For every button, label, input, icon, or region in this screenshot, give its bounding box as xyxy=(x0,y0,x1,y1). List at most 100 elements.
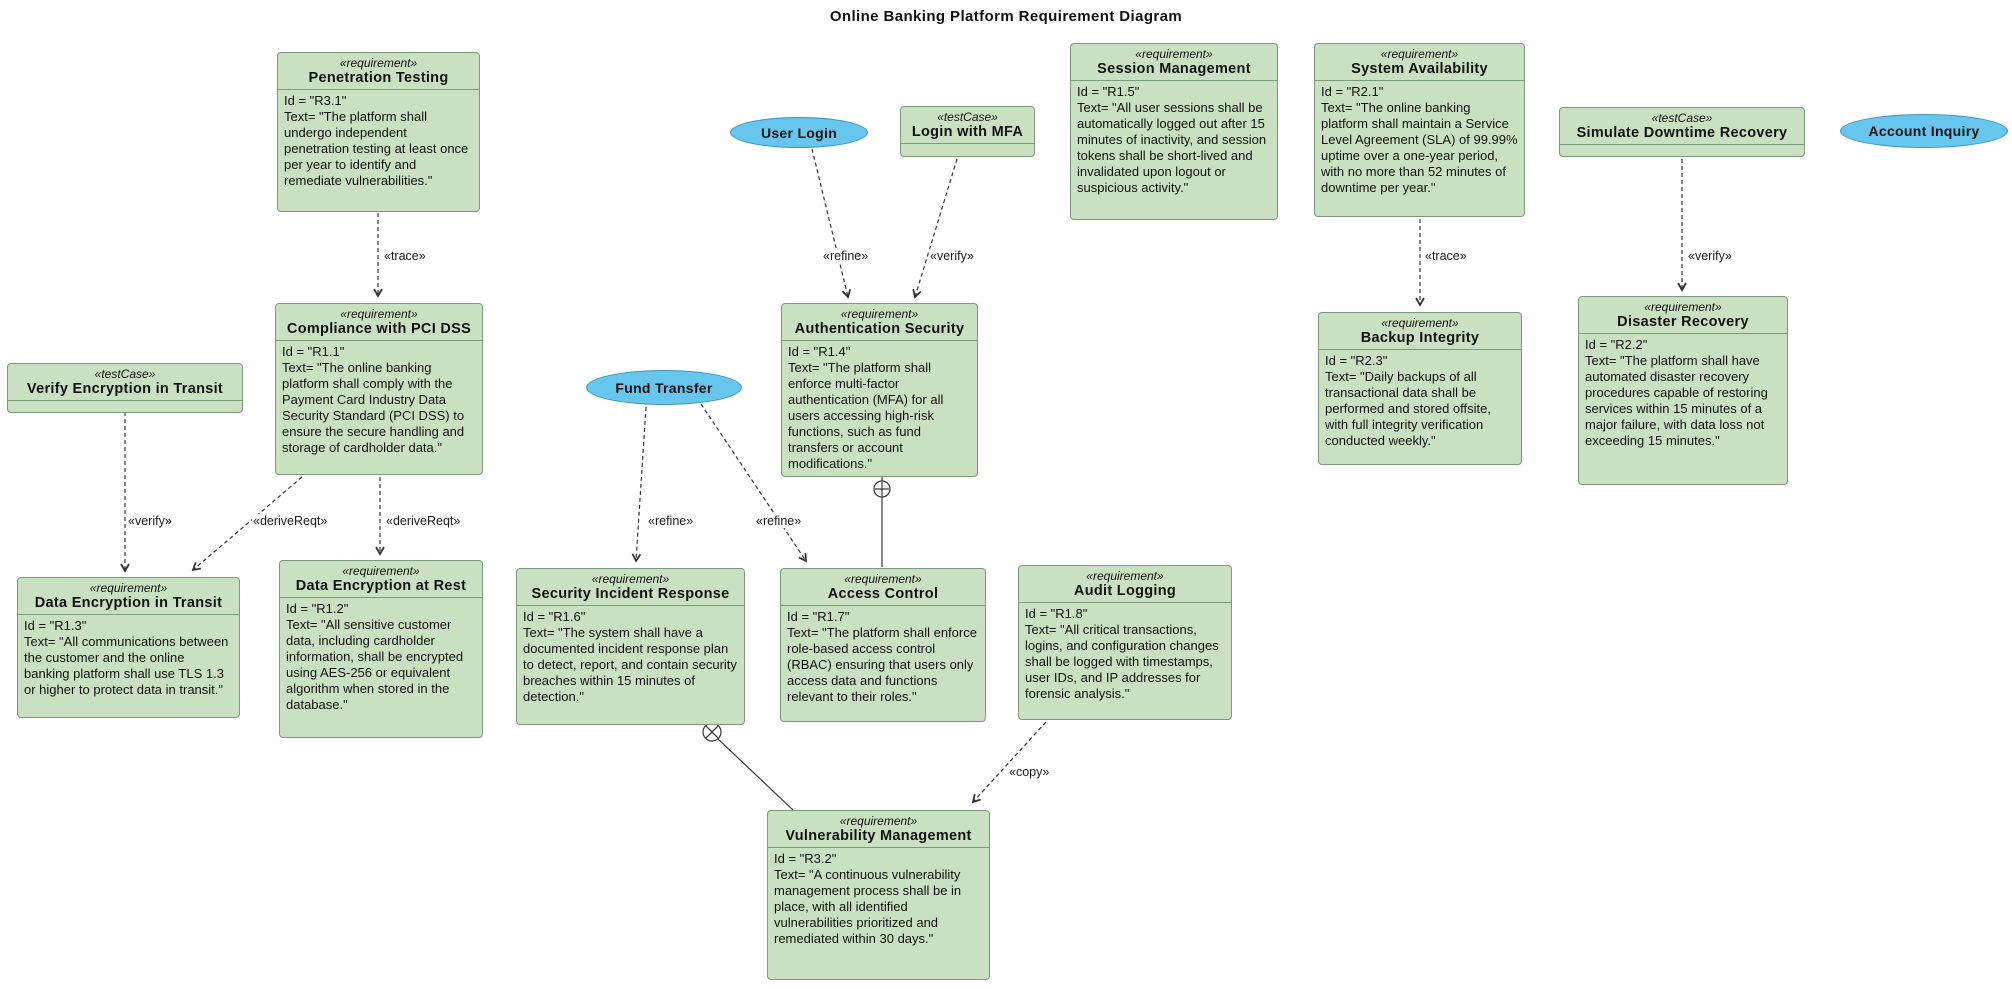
requirement-security-incident-response: «requirement» Security Incident Response… xyxy=(516,568,745,725)
element-label: Account Inquiry xyxy=(1868,123,1980,139)
requirement-text: Text= "A continuous vulnerability manage… xyxy=(774,867,962,946)
requirement-header: «requirement» Authentication Security xyxy=(782,304,977,341)
stereotype-label: «requirement» xyxy=(1135,47,1213,61)
requirement-name: Data Encryption at Rest xyxy=(295,578,467,594)
requirement-id: Id = "R2.2" xyxy=(1585,337,1648,352)
requirement-penetration-testing: «requirement» Penetration Testing Id = "… xyxy=(277,52,480,212)
stereotype-label: «requirement» xyxy=(591,572,670,586)
requirement-header: «requirement» Session Management xyxy=(1071,44,1277,81)
requirement-name: Penetration Testing xyxy=(308,70,449,86)
edge-label-verify: «verify» xyxy=(127,514,173,528)
requirement-header: «requirement» Compliance with PCI DSS xyxy=(276,304,482,341)
edge-label-derivereqt: «deriveReqt» xyxy=(252,514,329,528)
edge-label-refine: «refine» xyxy=(755,514,803,528)
requirement-body: Id = "R2.2" Text= "The platform shall ha… xyxy=(1579,334,1787,453)
requirement-header: «requirement» Audit Logging xyxy=(1019,566,1231,603)
requirement-text: Text= "Daily backups of all transactiona… xyxy=(1325,369,1491,448)
requirement-body: Id = "R1.4" Text= "The platform shall en… xyxy=(782,341,977,476)
edge-label-refine: «refine» xyxy=(647,514,695,528)
requirement-header: «requirement» System Availability xyxy=(1315,44,1524,81)
requirement-id: Id = "R1.3" xyxy=(24,618,87,633)
testcase-login-with-mfa: «testCase» Login with MFA xyxy=(900,106,1035,157)
requirement-body: Id = "R1.6" Text= "The system shall have… xyxy=(517,606,744,709)
requirement-disaster-recovery: «requirement» Disaster Recovery Id = "R2… xyxy=(1578,296,1788,485)
requirement-body: Id = "R1.2" Text= "All sensitive custome… xyxy=(280,598,482,717)
edge-refine-userlogin-to-auth xyxy=(811,148,852,299)
requirement-id: Id = "R1.1" xyxy=(282,344,345,359)
requirement-name: Compliance with PCI DSS xyxy=(286,321,472,337)
requirement-session-management: «requirement» Session Management Id = "R… xyxy=(1070,43,1278,220)
requirement-text: Text= "The platform shall have automated… xyxy=(1585,353,1768,448)
requirement-text: Text= "The platform shall enforce multi-… xyxy=(788,360,944,471)
requirement-text: Text= "The platform shall enforce role-b… xyxy=(787,625,977,704)
requirement-text: Text= "The system shall have a documente… xyxy=(523,625,737,704)
requirement-header: «requirement» Vulnerability Management xyxy=(768,811,989,848)
stereotype-label: «requirement» xyxy=(89,581,168,595)
requirement-name: Authentication Security xyxy=(794,321,965,337)
requirement-id: Id = "R2.3" xyxy=(1325,353,1388,368)
requirement-text: Text= "All critical transactions, logins… xyxy=(1025,622,1219,701)
requirement-text: Text= "All sensitive customer data, incl… xyxy=(286,617,464,712)
requirement-header: «requirement» Data Encryption at Rest xyxy=(280,561,482,598)
edge-refine-fund-to-incident xyxy=(631,406,647,563)
element-user-login: User Login xyxy=(730,117,868,148)
edge-copy-audit-to-vuln xyxy=(971,721,1047,804)
requirement-data-encryption-in-transit: «requirement» Data Encryption in Transit… xyxy=(17,577,240,718)
requirement-header: «requirement» Penetration Testing xyxy=(278,53,479,90)
requirement-text: Text= "The platform shall undergo indepe… xyxy=(284,109,469,188)
requirement-id: Id = "R1.4" xyxy=(788,344,851,359)
stereotype-label: «requirement» xyxy=(839,814,918,828)
requirement-system-availability: «requirement» System Availability Id = "… xyxy=(1314,43,1525,217)
requirement-text: Text= "All user sessions shall be automa… xyxy=(1077,100,1267,195)
element-account-inquiry: Account Inquiry xyxy=(1840,114,2008,148)
testcase-body xyxy=(901,144,1034,155)
element-label: Fund Transfer xyxy=(615,379,713,396)
requirement-name: System Availability xyxy=(1351,61,1488,77)
requirement-backup-integrity: «requirement» Backup Integrity Id = "R2.… xyxy=(1318,312,1522,465)
testcase-header: «testCase» Verify Encryption in Transit xyxy=(8,364,242,401)
requirement-name: Session Management xyxy=(1097,61,1251,77)
requirement-header: «requirement» Disaster Recovery xyxy=(1579,297,1787,334)
requirement-id: Id = "R2.1" xyxy=(1321,84,1384,99)
edge-refine-fund-to-access xyxy=(700,403,808,563)
stereotype-label: «requirement» xyxy=(840,307,919,321)
element-label: User Login xyxy=(760,124,838,141)
requirement-name: Disaster Recovery xyxy=(1617,314,1749,330)
stereotype-label: «requirement» xyxy=(1380,47,1459,61)
edge-label-copy: «copy» xyxy=(1008,765,1051,779)
element-fund-transfer: Fund Transfer xyxy=(586,370,742,405)
requirement-name: Security Incident Response xyxy=(531,586,730,602)
requirement-body: Id = "R3.2" Text= "A continuous vulnerab… xyxy=(768,848,989,951)
edge-derive-compliance-to-transit xyxy=(191,476,303,572)
requirement-header: «requirement» Security Incident Response xyxy=(517,569,744,606)
stereotype-label: «testCase» xyxy=(937,110,998,124)
requirement-audit-logging: «requirement» Audit Logging Id = "R1.8" … xyxy=(1018,565,1232,720)
edge-label-trace: «trace» xyxy=(1424,249,1468,263)
requirement-id: Id = "R1.7" xyxy=(787,609,850,624)
requirement-name: Backup Integrity xyxy=(1360,330,1480,346)
requirement-body: Id = "R1.1" Text= "The online banking pl… xyxy=(276,341,482,460)
testcase-name: Simulate Downtime Recovery xyxy=(1576,125,1788,141)
stereotype-label: «requirement» xyxy=(340,307,418,321)
requirement-header: «requirement» Data Encryption in Transit xyxy=(18,578,239,615)
stereotype-label: «requirement» xyxy=(342,564,420,578)
stereotype-label: «testCase» xyxy=(1651,111,1713,125)
stereotype-label: «requirement» xyxy=(339,56,418,70)
edge-label-refine: «refine» xyxy=(822,249,870,263)
requirement-id: Id = "R1.8" xyxy=(1025,606,1088,621)
requirement-body: Id = "R2.1" Text= "The online banking pl… xyxy=(1315,81,1524,200)
edge-label-verify: «verify» xyxy=(929,249,975,263)
requirement-name: Access Control xyxy=(827,586,939,602)
contains-icon xyxy=(873,474,891,498)
requirement-name: Audit Logging xyxy=(1073,583,1177,599)
requirement-access-control: «requirement» Access Control Id = "R1.7"… xyxy=(780,568,986,722)
edge-label-derivereqt: «deriveReqt» xyxy=(385,514,462,528)
stereotype-label: «testCase» xyxy=(94,367,156,381)
requirement-id: Id = "R1.5" xyxy=(1077,84,1140,99)
requirement-id: Id = "R1.2" xyxy=(286,601,349,616)
testcase-verify-encryption-in-transit: «testCase» Verify Encryption in Transit xyxy=(7,363,243,413)
requirement-name: Vulnerability Management xyxy=(785,828,972,844)
requirement-authentication-security: «requirement» Authentication Security Id… xyxy=(781,303,978,477)
stereotype-label: «requirement» xyxy=(1086,569,1164,583)
